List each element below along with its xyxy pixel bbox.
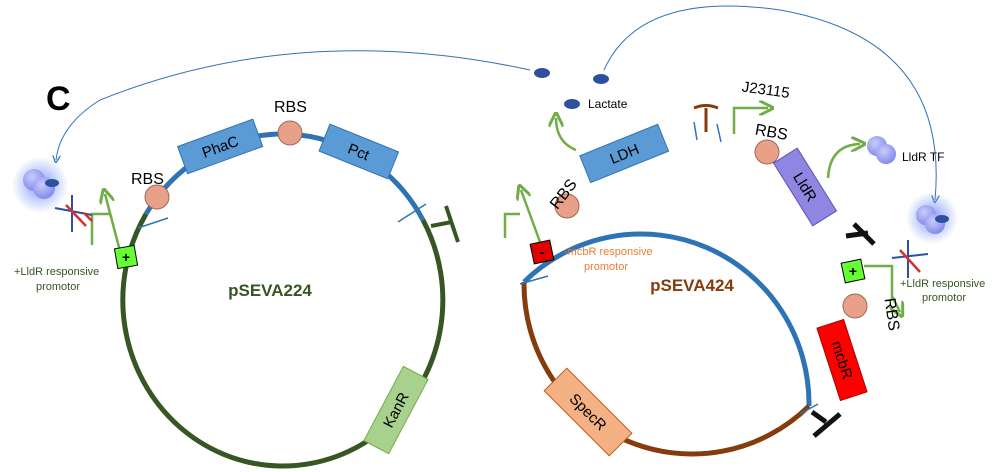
right-rbs-2: [754, 139, 780, 165]
right-terminator-top-icon: [693, 104, 719, 132]
gene-phac: PhaC: [176, 118, 264, 175]
right-rbs-3-label: RBS: [881, 297, 902, 332]
right-promoter-label-2: promotor: [922, 292, 966, 304]
lactate-to-right-arc: [603, 5, 936, 200]
plasmid-left-name: pSEVA224: [228, 281, 312, 300]
left-promoter-arrow: [105, 194, 122, 252]
left-rbs-1-label: RBS: [131, 171, 164, 188]
left-cut-mark-1: [137, 217, 169, 229]
left-promoter-label-2: promotor: [36, 281, 80, 293]
mcbr-promoter-arrow: [521, 190, 542, 243]
right-backbone-brown: [521, 281, 811, 457]
ldh-product-arrow: [556, 118, 577, 152]
left-promoter-box: [113, 244, 139, 270]
left-rbs-2: [277, 120, 303, 146]
left-rbs-1: [144, 184, 170, 210]
lldr-product-arrow: [826, 144, 860, 179]
right-promoter-sign: +: [849, 263, 857, 279]
lactate-label: Lactate: [588, 97, 628, 111]
mcbr-promoter-box: [529, 239, 555, 265]
right-cut-mark-4: [799, 403, 819, 415]
right-cut-mark-2: [693, 121, 698, 141]
left-terminator-icon: [430, 205, 460, 243]
right-lldr-complex: [906, 192, 958, 244]
right-backbone-blue: [522, 231, 812, 407]
left-rbs-2-label: RBS: [274, 99, 307, 116]
lactate-to-left-arc: [56, 50, 531, 160]
j23115-promoter: J23115: [732, 78, 791, 134]
mcbr-promoter-label-1: -mcbR responsive: [564, 246, 653, 258]
j23115-label: J23115: [741, 78, 791, 102]
right-promoter-arrow: [892, 295, 900, 312]
lactate-molecule-2: [593, 74, 609, 84]
right-mcbr-promoter: - -mcbR responsive promotor: [503, 190, 653, 285]
right-cut-mark-1: [519, 275, 549, 285]
gene-lldr: LldR: [772, 147, 838, 227]
left-promoter-label-1: +LldR responsive: [14, 266, 99, 278]
right-promoter-label-1: +LldR responsive: [900, 278, 985, 290]
lactate-molecule-3: [564, 99, 580, 109]
plasmid-right-name: pSEVA424: [650, 276, 734, 295]
right-lldr-promoter: + +LldR responsive promotor: [840, 258, 985, 312]
right-promoter-box: [840, 258, 866, 284]
left-lldr-complex: [12, 157, 68, 213]
lldr-tf-label: LldR TF: [902, 150, 944, 164]
gene-specr: SpecR: [543, 367, 633, 457]
plasmid-right: [521, 231, 812, 457]
panel-letter: C: [46, 80, 71, 118]
right-repression-icon: [891, 240, 929, 278]
gene-mcbr: mcbR: [816, 318, 868, 402]
left-repression-icon: [54, 195, 93, 232]
mcbr-promoter-label-2: promotor: [584, 261, 628, 273]
gene-pct: Pct: [318, 123, 400, 180]
right-terminator-bottom-icon: [810, 409, 842, 438]
gene-kanr: KanR: [363, 365, 429, 455]
left-cut-mark-2: [397, 203, 427, 223]
left-promoter-sign: +: [122, 249, 130, 265]
left-promoter: + +LldR responsive promotor: [14, 194, 139, 293]
lactate-molecule-1: [534, 68, 550, 78]
right-rbs-2-label: RBS: [754, 122, 789, 144]
gene-ldh: LDH: [579, 123, 670, 184]
right-terminator-mid-icon: [845, 222, 876, 246]
left-backbone-green: [120, 212, 446, 469]
mcbr-promoter-sign: -: [540, 244, 545, 260]
right-cut-mark-3: [716, 123, 722, 143]
lldr-tf-icon: [867, 136, 896, 164]
right-rbs-1: [554, 193, 580, 219]
right-rbs-3: [842, 293, 868, 319]
